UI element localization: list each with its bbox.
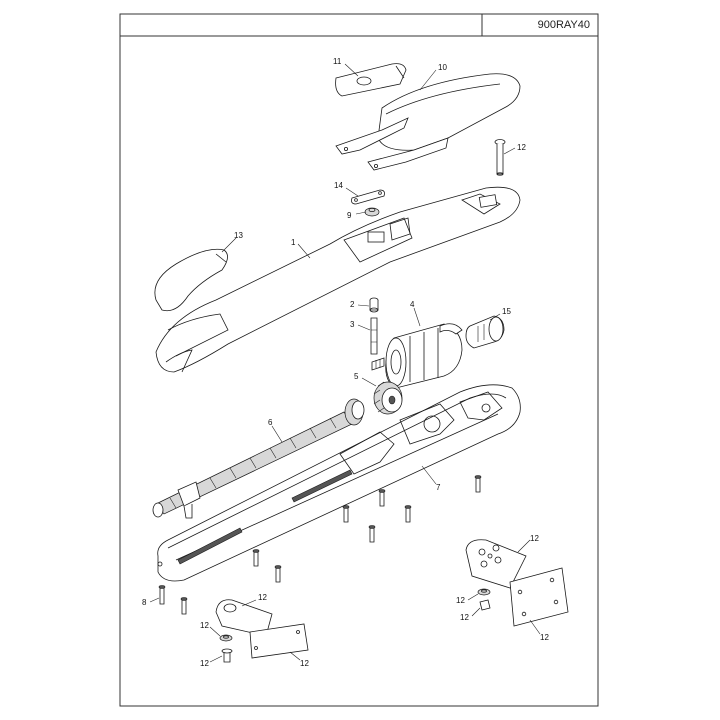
part-1-upper-housing bbox=[155, 186, 521, 373]
callout-12: 12 bbox=[200, 621, 209, 630]
part-11-cover-clip bbox=[335, 63, 407, 97]
part-12-front-bracket bbox=[215, 599, 309, 663]
callout-12: 12 bbox=[517, 143, 526, 152]
callout-labels: 11 10 12 14 9 13 1 2 3 4 15 5 6 7 8 12 1… bbox=[142, 57, 549, 668]
callout-12: 12 bbox=[540, 633, 549, 642]
fastening-screws bbox=[158, 475, 482, 615]
callout-3: 3 bbox=[350, 320, 355, 329]
part-12-rear-bracket bbox=[465, 539, 569, 627]
callout-6: 6 bbox=[268, 418, 273, 427]
callout-2: 2 bbox=[350, 300, 355, 309]
drawing-frame bbox=[119, 13, 599, 707]
part-5-gear bbox=[373, 381, 403, 415]
callout-1: 1 bbox=[291, 238, 296, 247]
part-10-top-cover bbox=[335, 73, 521, 171]
callout-9: 9 bbox=[347, 211, 352, 220]
drawing-code: 900RAY40 bbox=[537, 19, 590, 31]
callout-12: 12 bbox=[200, 659, 209, 668]
callout-13: 13 bbox=[234, 231, 243, 240]
part-13-end-cap bbox=[154, 248, 228, 312]
part-9-washer bbox=[364, 207, 380, 217]
part-4-motor bbox=[371, 323, 463, 389]
part-15-capacitor bbox=[465, 315, 505, 349]
callout-10: 10 bbox=[438, 63, 447, 72]
callout-15: 15 bbox=[502, 307, 511, 316]
part-7-lower-housing bbox=[157, 384, 521, 582]
leader-lines bbox=[149, 63, 541, 663]
callout-7: 7 bbox=[436, 483, 441, 492]
part-2-bushing bbox=[369, 297, 379, 313]
callout-12: 12 bbox=[258, 593, 267, 602]
callout-12: 12 bbox=[300, 659, 309, 668]
callout-5: 5 bbox=[354, 372, 359, 381]
callout-12: 12 bbox=[530, 534, 539, 543]
callout-8: 8 bbox=[142, 598, 147, 607]
callout-4: 4 bbox=[410, 300, 415, 309]
callout-12: 12 bbox=[456, 596, 465, 605]
callout-14: 14 bbox=[334, 181, 343, 190]
part-14-link-plate bbox=[351, 189, 385, 205]
part-3-shaft bbox=[370, 317, 378, 355]
callout-11: 11 bbox=[333, 57, 342, 66]
callout-12: 12 bbox=[460, 613, 469, 622]
part-12-pin-top bbox=[494, 139, 506, 176]
part-6-lead-screw bbox=[152, 398, 365, 519]
